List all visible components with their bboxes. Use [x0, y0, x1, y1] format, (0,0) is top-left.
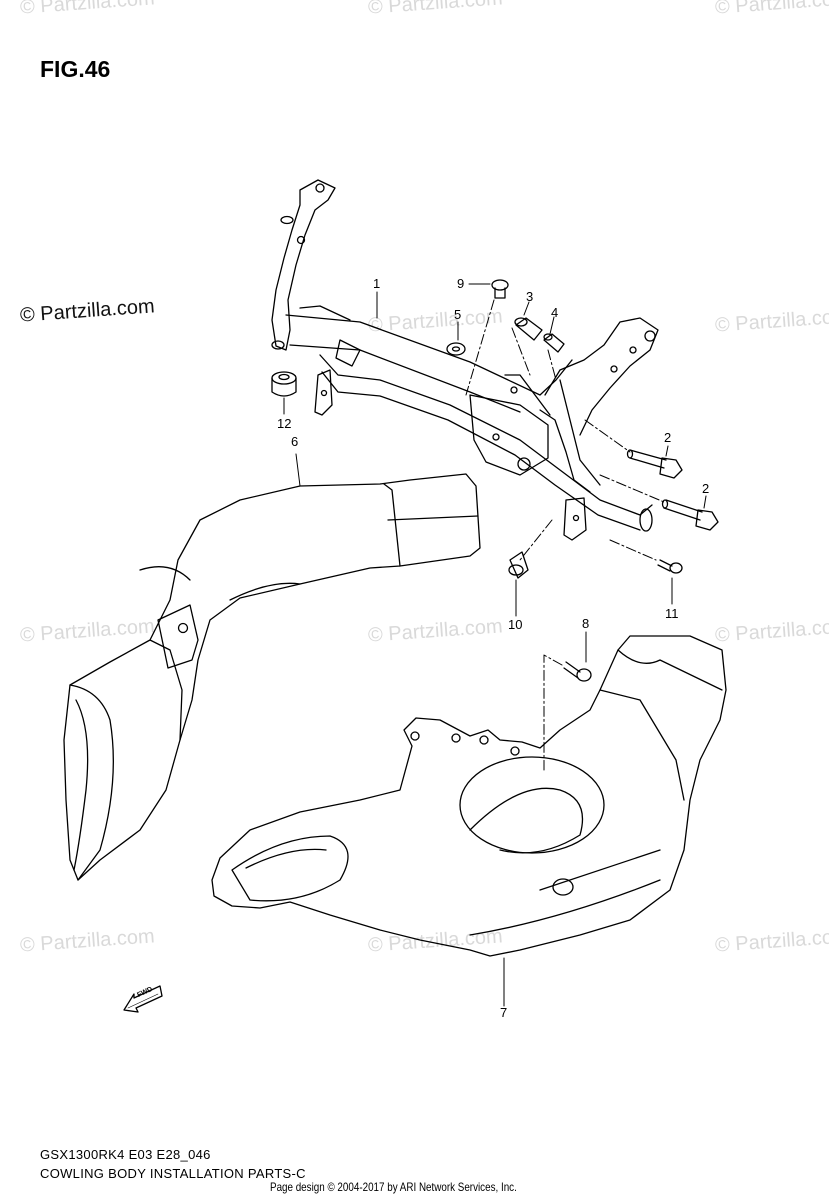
air-duct-right-part	[211, 635, 727, 957]
clip-part	[508, 551, 529, 579]
callout-2b[interactable]: 2	[702, 481, 710, 496]
callout-4[interactable]: 4	[551, 305, 559, 320]
cowling-brace-part	[271, 179, 659, 541]
grommet-part	[271, 371, 297, 397]
bolt-lower-part	[661, 499, 719, 531]
bolt-part-8	[563, 661, 592, 682]
bolt-upper-part	[626, 449, 683, 479]
callout-11[interactable]: 11	[665, 606, 679, 621]
fwd-arrow-icon	[123, 985, 163, 1013]
model-code: GSX1300RK4 E03 E28_046	[40, 1147, 211, 1162]
callout-8[interactable]: 8	[582, 616, 590, 631]
screw-part	[491, 279, 509, 299]
air-duct-left-part	[63, 473, 481, 881]
callout-12[interactable]: 12	[277, 416, 292, 431]
callout-6[interactable]: 6	[291, 434, 299, 449]
callout-2a[interactable]: 2	[664, 430, 672, 445]
leader-lines	[283, 283, 707, 1007]
small-bolt-part	[657, 559, 683, 574]
callout-3[interactable]: 3	[526, 289, 534, 304]
section-name: COWLING BODY INSTALLATION PARTS-C	[40, 1166, 306, 1181]
callout-5[interactable]: 5	[454, 307, 462, 322]
callout-10[interactable]: 10	[508, 617, 523, 632]
bushing-part	[514, 317, 543, 341]
callout-9[interactable]: 9	[457, 276, 465, 291]
copyright-credit: Page design © 2004-2017 by ARI Network S…	[270, 1180, 517, 1194]
assembly-lines	[465, 299, 665, 771]
collar-part	[446, 342, 466, 356]
callout-7[interactable]: 7	[500, 1005, 508, 1020]
spacer-part	[543, 333, 565, 353]
figure-title: FIG.46	[40, 56, 111, 82]
callout-1[interactable]: 1	[373, 276, 381, 291]
